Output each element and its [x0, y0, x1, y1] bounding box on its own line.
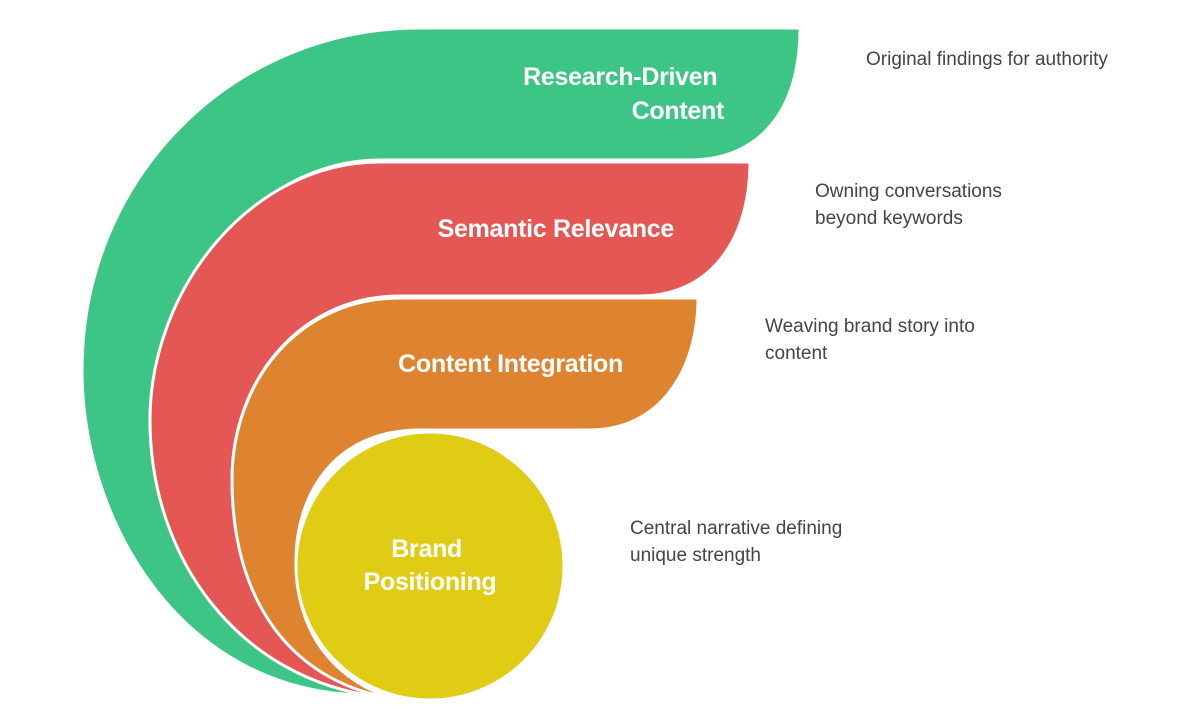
brand-positioning-circle	[294, 430, 566, 702]
content-integration-description: Weaving brand story into content	[765, 316, 975, 364]
brand-positioning-label: Brand Positioning	[364, 535, 497, 596]
research-driven-content-label: Research-Driven Content	[523, 63, 725, 125]
semantic-relevance-description: Owning conversations beyond keywords	[815, 181, 1002, 229]
content-integration-band	[230, 296, 700, 700]
content-integration-label: Content Integration	[398, 350, 623, 378]
brand-positioning-description: Central narrative defining unique streng…	[630, 518, 843, 566]
research-driven-content-description: Original findings for authority	[866, 49, 1108, 70]
semantic-relevance-label: Semantic Relevance	[438, 215, 675, 243]
